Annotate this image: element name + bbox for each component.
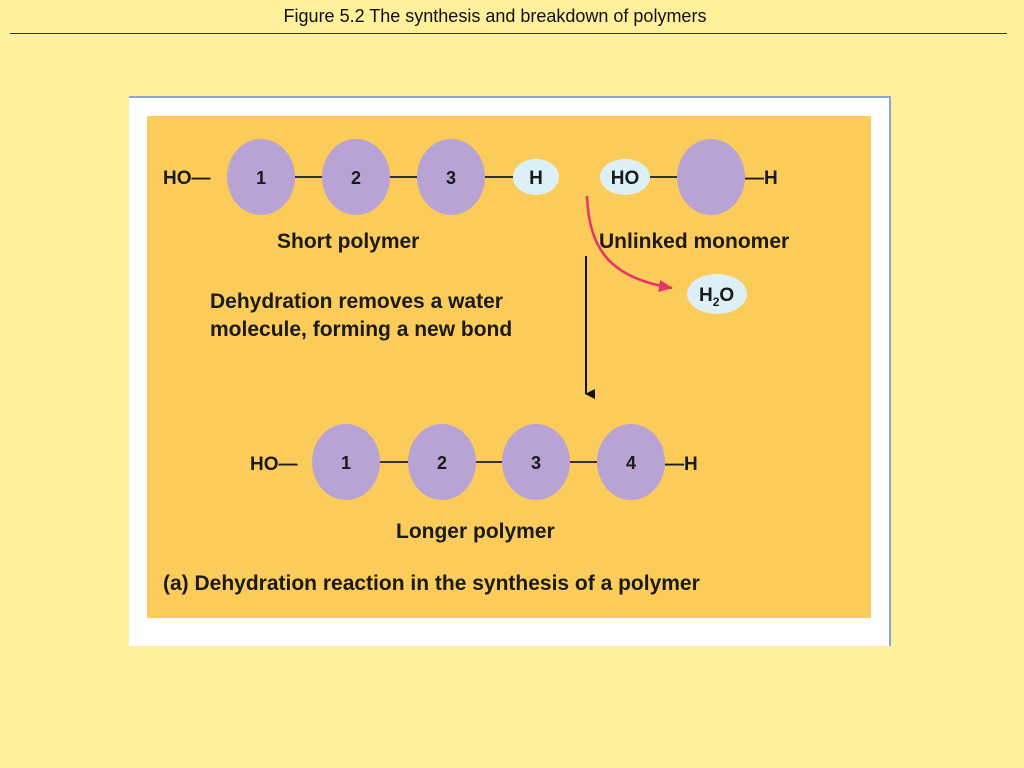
unlinked-monomer — [677, 139, 745, 215]
longer-polymer-h-label: —H — [665, 454, 698, 475]
process-description-line-1: Dehydration removes a water — [210, 290, 503, 313]
water-release-arrow — [585, 195, 673, 292]
figure-caption: (a) Dehydration reaction in the synthesi… — [163, 572, 700, 595]
longer-monomer-2-label: 2 — [437, 453, 447, 473]
longer-monomer-4-label: 4 — [626, 453, 636, 473]
title-divider — [10, 33, 1007, 34]
longer-polymer-ho-label: HO— — [250, 454, 298, 475]
figure-frame: HO— 1 2 3 H Short polymer HO —H Unlinked… — [129, 96, 891, 646]
short-polymer-label: Short polymer — [277, 230, 419, 253]
monomer-3-label: 3 — [446, 168, 456, 188]
water-label: H2O — [699, 285, 734, 309]
monomer-4 — [597, 424, 665, 500]
short-polymer-ho-label: HO— — [163, 168, 211, 189]
slide-title: Figure 5.2 The synthesis and breakdown o… — [283, 6, 707, 26]
monomer-1 — [227, 139, 295, 215]
unlinked-monomer-ho-label: HO — [611, 168, 640, 189]
dehydration-diagram: HO— 1 2 3 H Short polymer HO —H Unlinked… — [147, 116, 871, 618]
monomer-3 — [502, 424, 570, 500]
longer-polymer-label: Longer polymer — [396, 520, 555, 543]
monomer-2 — [408, 424, 476, 500]
short-polymer-h-label: H — [529, 168, 543, 189]
unlinked-monomer-h-label: —H — [745, 168, 778, 189]
monomer-3 — [417, 139, 485, 215]
monomer-2-label: 2 — [351, 168, 361, 188]
hydrogen-bubble — [513, 159, 559, 195]
process-description-line-2: molecule, forming a new bond — [210, 318, 512, 341]
longer-monomer-3-label: 3 — [531, 453, 541, 473]
monomer-1-label: 1 — [256, 168, 266, 188]
water-bubble — [687, 274, 747, 314]
longer-monomer-1-label: 1 — [341, 453, 351, 473]
ho-bubble — [600, 159, 650, 195]
monomer-1 — [312, 424, 380, 500]
unlinked-monomer-label: Unlinked monomer — [599, 230, 789, 253]
monomer-2 — [322, 139, 390, 215]
